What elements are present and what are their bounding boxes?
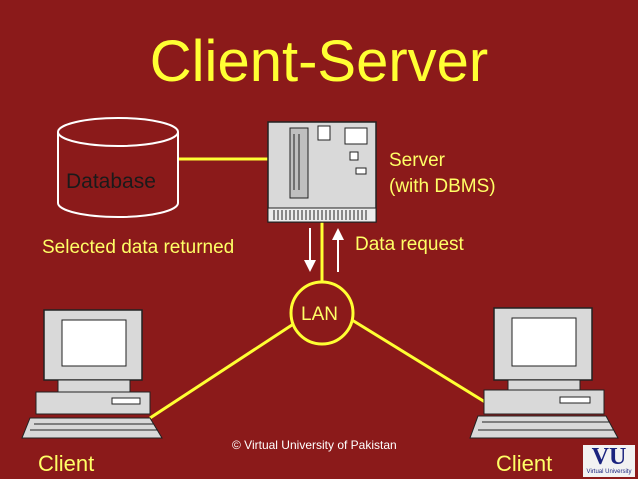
server-icon [267,121,377,223]
right-client-label: Client [496,451,553,476]
page-title: Client-Server [149,29,489,94]
lan-label: LAN [301,304,338,325]
lan-node-icon [289,280,355,346]
vu-logo: VU Virtual University [583,445,635,477]
data-request-label: Data request [355,234,464,255]
database-cylinder-icon [57,117,179,218]
request-arrow-icon [332,228,344,272]
vu-logo-subtext: Virtual University [586,469,632,475]
lan-left-client-link [149,321,296,420]
selected-data-returned-label: Selected data returned [42,237,235,258]
left-client-label: Client [38,451,95,476]
server-label: Server (with DBMS) [389,148,496,200]
vu-logo-mark: VU [591,444,627,470]
returned-data-arrow-icon [304,228,316,272]
left-client-computer-icon [21,309,163,439]
server-label-line2: (with DBMS) [389,176,496,197]
server-label-line1: Server [389,150,445,171]
right-client-computer-icon [469,307,619,439]
lan-right-client-link [351,318,499,412]
database-label: Database [66,170,156,193]
copyright-text: © Virtual University of Pakistan [232,438,397,452]
